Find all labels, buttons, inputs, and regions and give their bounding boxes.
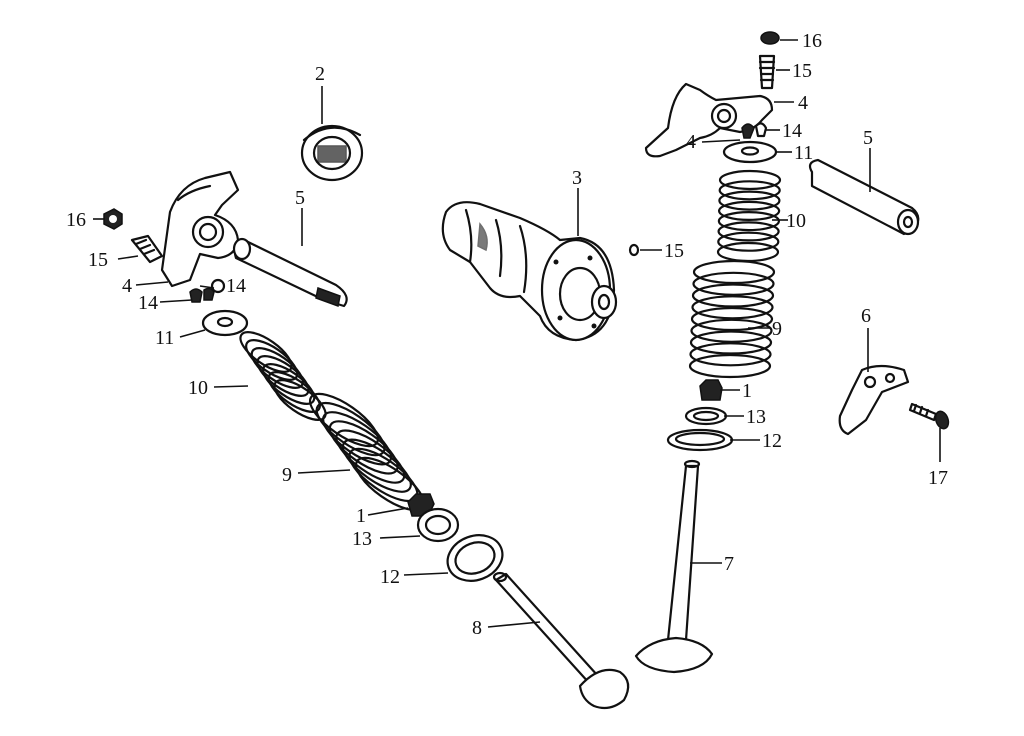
right-washer	[666, 428, 734, 452]
callout-14a-left: 14	[226, 275, 246, 297]
left-adjuster-screw	[130, 234, 164, 264]
spring-coil	[692, 259, 776, 285]
callout-6: 6	[861, 305, 871, 327]
left-valve-cotters	[189, 278, 226, 303]
spring-coil	[689, 342, 772, 367]
spring-coil	[341, 438, 412, 493]
spring-coil	[718, 169, 782, 191]
callout-9-right: 9	[772, 318, 782, 340]
callout-5-right: 5	[863, 127, 873, 149]
callout-2: 2	[315, 63, 325, 85]
right-valve-stem-seal	[699, 379, 723, 401]
callout-12-right: 12	[762, 430, 782, 452]
right-spring-seat	[684, 406, 728, 426]
spring-coil	[688, 353, 772, 379]
right-outer-valve-spring	[688, 259, 776, 379]
spring-coil	[718, 180, 781, 201]
callout-13-left: 13	[352, 528, 372, 550]
left-rocker-shaft	[232, 237, 348, 308]
callout-labels: 2 5 16 15 4 14 14 11 10 9 1 13 12 8 3 15…	[66, 30, 948, 639]
callout-14-right: 14	[782, 120, 802, 142]
callout-10-right: 10	[786, 210, 806, 232]
spring-coil	[691, 283, 775, 308]
callout-15-left: 15	[88, 249, 108, 271]
callout-7: 7	[724, 553, 734, 575]
spring-coil	[717, 211, 781, 232]
bearing-part	[300, 124, 364, 182]
callout-4-left: 4	[122, 275, 132, 297]
spring-coil	[692, 271, 775, 296]
right-valve-cotters	[741, 122, 768, 139]
callout-9-left: 9	[282, 464, 292, 486]
spring-coil	[250, 347, 304, 389]
callout-15-cam: 15	[664, 240, 684, 262]
spring-coil	[245, 339, 299, 381]
left-spring-retainer	[201, 309, 249, 337]
right-spring-retainer	[722, 140, 778, 164]
callout-13-right: 13	[746, 406, 766, 428]
left-inner-valve-spring	[239, 331, 327, 421]
spring-coil	[256, 355, 310, 397]
callout-4a-right: 4	[798, 92, 808, 114]
left-washer	[446, 534, 504, 582]
spring-coil	[690, 318, 773, 343]
spring-coil	[328, 420, 399, 475]
callout-11-left: 11	[155, 327, 174, 349]
callout-4b-right: 4	[686, 131, 696, 153]
spring-coil	[262, 363, 316, 405]
callout-15-right: 15	[792, 60, 812, 82]
callout-16-left: 16	[66, 209, 86, 231]
callout-14b-left: 14	[138, 292, 158, 314]
callout-8: 8	[472, 617, 482, 639]
left-adjuster-nut	[103, 208, 123, 230]
callout-1-right: 1	[742, 380, 752, 402]
callout-11-right: 11	[794, 142, 813, 164]
right-adjuster-nut	[760, 31, 780, 45]
callout-16-right: 16	[802, 30, 822, 52]
spring-coil	[718, 190, 781, 211]
callout-3: 3	[572, 167, 582, 189]
spring-coil	[691, 295, 774, 320]
callout-10-left: 10	[188, 377, 208, 399]
spring-coil	[689, 330, 773, 355]
right-adjuster-screw	[758, 54, 776, 90]
callout-17: 17	[928, 467, 948, 489]
spring-coil	[239, 331, 293, 373]
callout-1-left: 1	[356, 505, 366, 527]
spring-coil	[717, 221, 780, 242]
right-valve	[634, 459, 714, 674]
callout-12-left: 12	[380, 566, 400, 588]
left-rocker-arm	[160, 170, 240, 288]
cam-dowel-pin	[628, 243, 640, 257]
left-valve	[492, 571, 630, 710]
spring-coil	[716, 241, 780, 263]
spring-coil	[335, 429, 406, 484]
camshaft	[441, 201, 618, 342]
callout-5-left: 5	[295, 187, 305, 209]
spring-coil	[267, 371, 321, 413]
right-guide-plate	[838, 364, 910, 436]
leader-lines	[93, 39, 941, 628]
spring-coil	[717, 231, 780, 252]
right-bolt	[908, 402, 950, 430]
left-spring-seat	[416, 507, 460, 543]
spring-coil	[690, 306, 774, 332]
right-rocker-arm	[644, 82, 774, 158]
right-rocker-shaft	[808, 158, 920, 236]
right-inner-valve-spring	[716, 169, 782, 263]
spring-coil	[717, 200, 781, 221]
